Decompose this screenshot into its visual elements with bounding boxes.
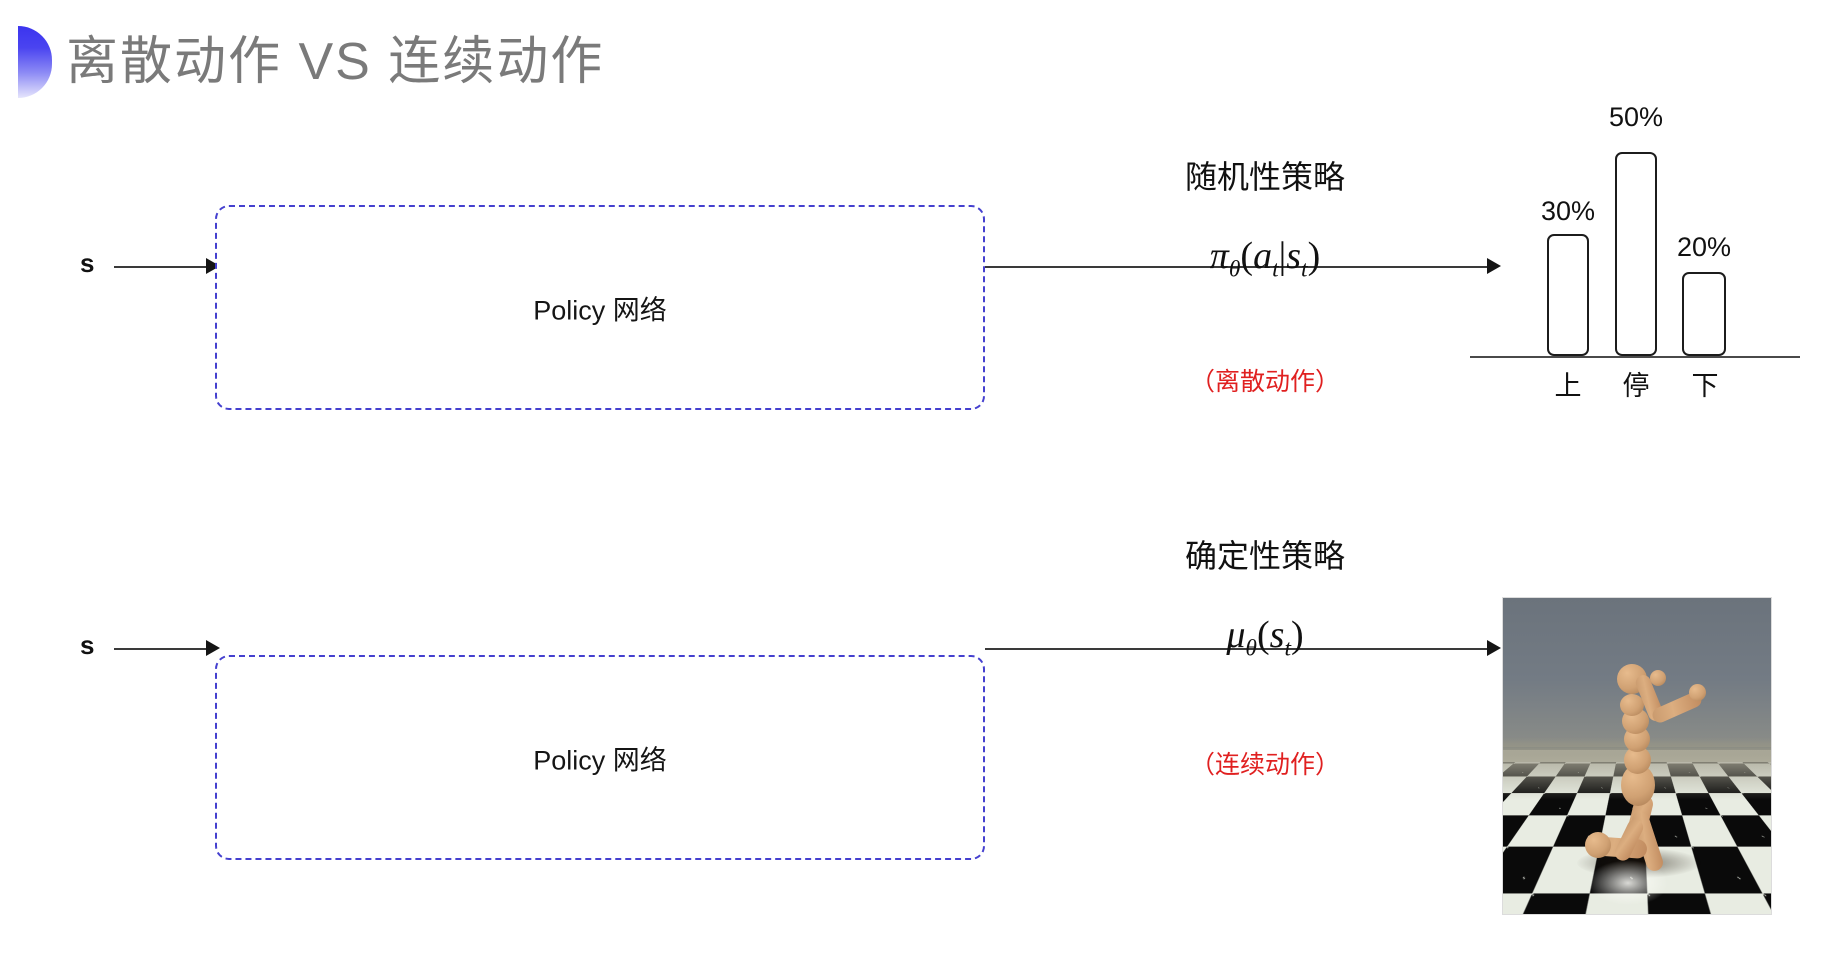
humanoid-right-foot <box>1585 832 1611 858</box>
input-arrow-line-discrete <box>114 266 214 268</box>
policy-network-box-continuous[interactable]: Policy 网络 <box>215 655 985 860</box>
formula-arg: s <box>1269 614 1285 656</box>
action-kind-note-continuous: （连续动作） <box>1189 751 1340 779</box>
formula-fn: π <box>1209 235 1229 277</box>
formula-fn-sub: θ <box>1228 256 1241 283</box>
policy-type-label-stochastic: 随机性策略 <box>1184 159 1345 195</box>
output-arrow-head-continuous <box>1487 640 1501 656</box>
formula-fn-sub: θ <box>1245 635 1257 662</box>
state-input-label-continuous: s <box>80 630 95 660</box>
page-title: 离散动作 VS 连续动作 <box>66 33 605 91</box>
output-arrow-line-discrete <box>985 266 1495 268</box>
bar-category-down: 下 <box>1691 371 1719 401</box>
formula-close-paren: ) <box>1307 235 1321 277</box>
bar-stop <box>1615 152 1657 356</box>
formula-close-paren: ) <box>1291 614 1304 656</box>
policy-type-label-deterministic: 确定性策略 <box>1184 538 1345 574</box>
bar-down <box>1682 272 1726 356</box>
output-arrow-head-discrete <box>1487 258 1501 274</box>
formula-fn: μ <box>1226 614 1246 656</box>
formula-open-paren: ( <box>1240 235 1254 277</box>
policy-network-label-continuous: Policy 网络 <box>533 745 667 775</box>
bar-category-stop: 停 <box>1622 371 1650 401</box>
formula-cond-sub: t <box>1301 256 1308 283</box>
half-circle-bullet-icon <box>18 26 52 98</box>
formula-open-paren: ( <box>1257 614 1270 656</box>
policy-network-label-discrete: Policy 网络 <box>533 295 667 325</box>
formula-arg-sub: t <box>1284 635 1291 662</box>
action-probability-bar-chart: 30% 50% 20% 上 停 下 <box>1470 102 1810 401</box>
bar-value-stop: 50% <box>1608 102 1664 132</box>
bar-value-up: 30% <box>1540 196 1596 226</box>
output-arrow-line-continuous <box>985 648 1495 650</box>
chart-baseline-axis <box>1470 356 1800 358</box>
humanoid-shoulder <box>1650 670 1666 686</box>
input-arrow-line-continuous <box>114 648 214 650</box>
policy-formula-stochastic: πθ(at|st) <box>1135 234 1395 284</box>
policy-network-box-discrete[interactable]: Policy 网络 <box>215 205 985 410</box>
mujoco-humanoid-simulation-image <box>1503 598 1771 914</box>
input-arrow-head-continuous <box>206 640 220 656</box>
bar-up <box>1547 234 1589 356</box>
state-input-label-discrete: s <box>80 248 95 278</box>
action-kind-note-discrete: （离散动作） <box>1189 368 1340 396</box>
formula-arg-sub: t <box>1272 256 1279 283</box>
formula-bar: | <box>1278 235 1287 277</box>
policy-formula-deterministic: μθ(st) <box>1135 613 1395 663</box>
bar-category-up: 上 <box>1554 371 1582 401</box>
humanoid-chest <box>1620 694 1644 716</box>
formula-arg: a <box>1253 235 1273 277</box>
bar-value-down: 20% <box>1676 232 1732 262</box>
formula-cond: s <box>1286 235 1302 277</box>
humanoid-hand <box>1689 684 1706 701</box>
